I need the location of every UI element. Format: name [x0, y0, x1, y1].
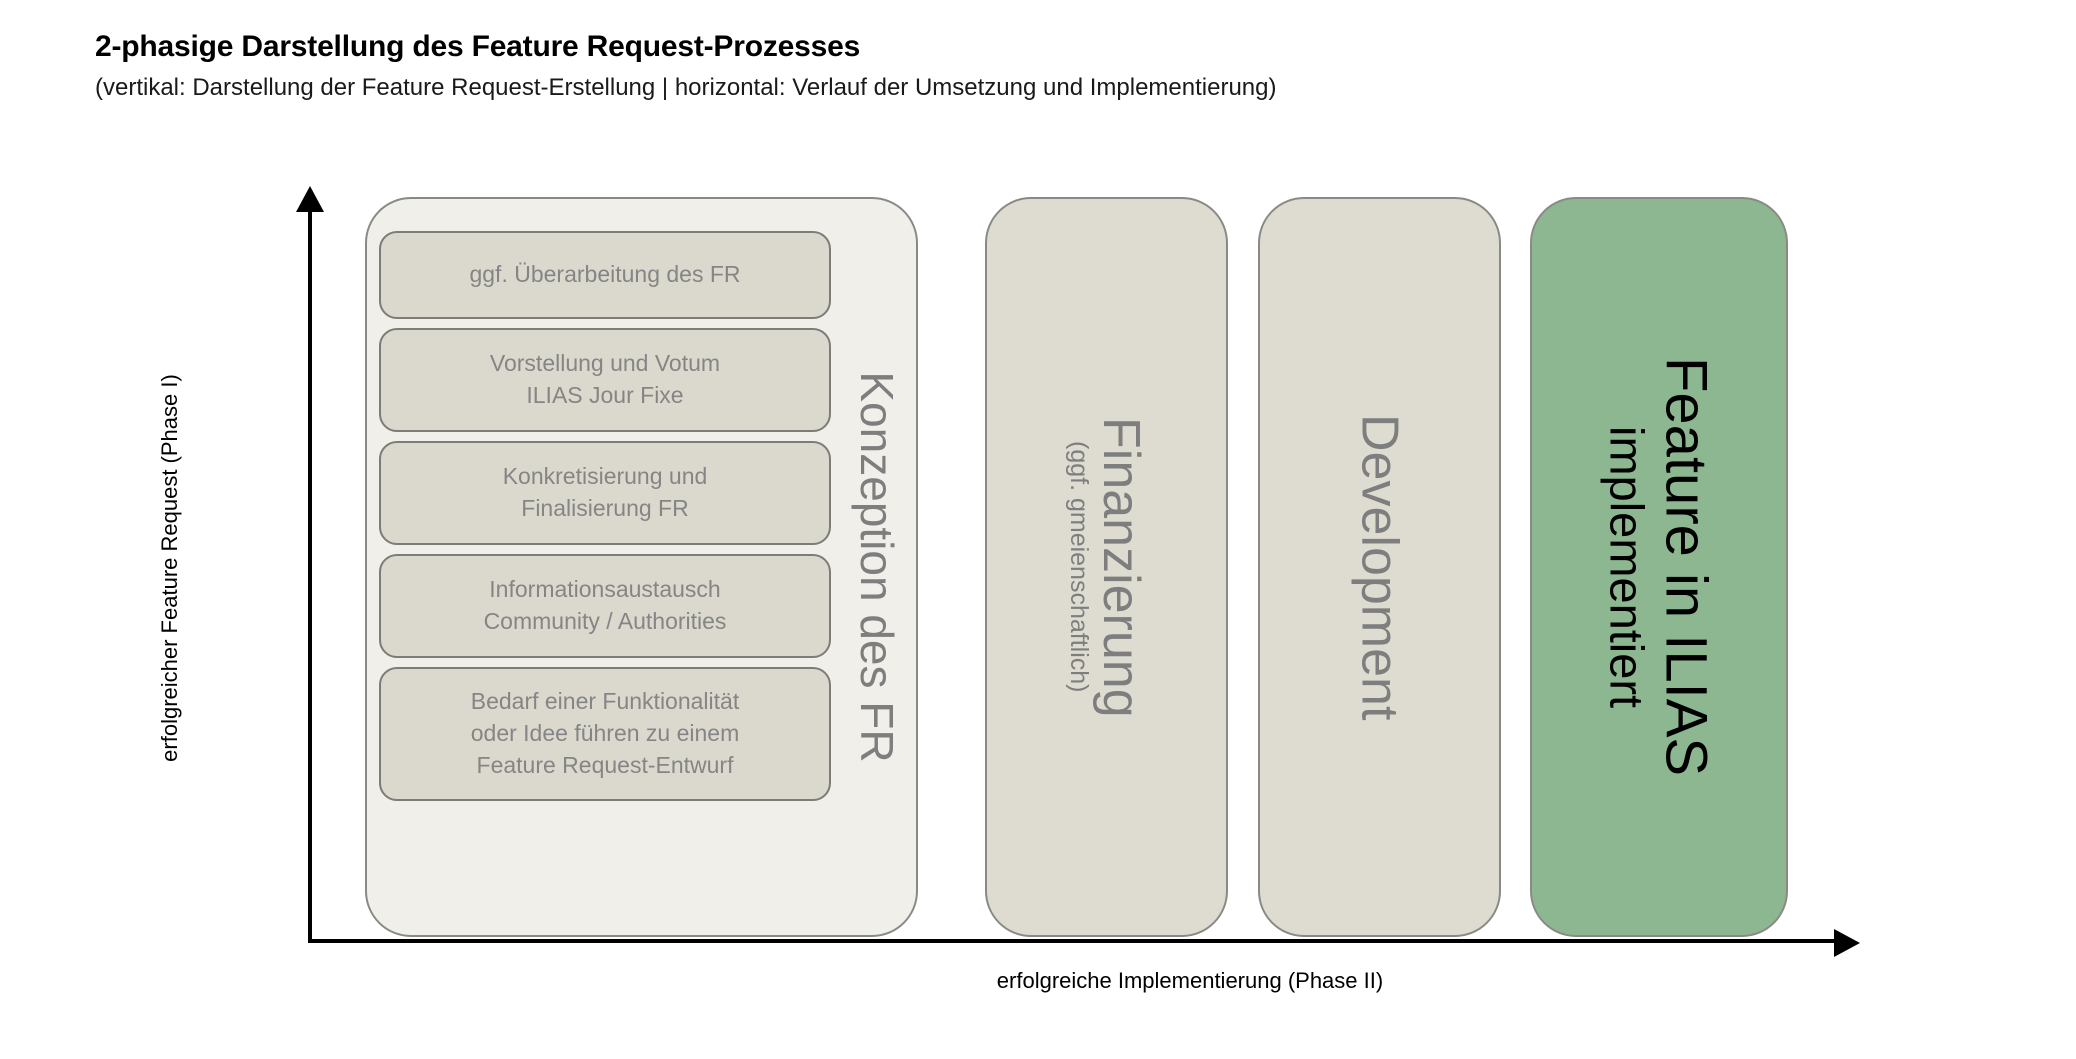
- step-vorstellung-votum[interactable]: Vorstellung und Votum ILIAS Jour Fixe: [379, 328, 831, 432]
- column-konzeption[interactable]: ggf. Überarbeitung des FR Vorstellung un…: [365, 197, 918, 937]
- y-axis-arrowhead-icon: [296, 186, 324, 212]
- column-development-caption: Development: [1350, 413, 1409, 721]
- column-finanzierung-caption: Finanzierung: [1092, 416, 1150, 718]
- column-feature-implemented[interactable]: Feature in ILIAS implementiert: [1530, 197, 1788, 937]
- x-axis-label: erfolgreiche Implementierung (Phase II): [996, 968, 1384, 993]
- header: 2-phasige Darstellung des Feature Reques…: [95, 30, 1795, 102]
- step-ueberarbeitung[interactable]: ggf. Überarbeitung des FR: [379, 231, 831, 319]
- column-finanzierung[interactable]: Finanzierung (ggf. gmeienschaftlich): [985, 197, 1228, 937]
- step-informationsaustausch[interactable]: Informationsaustausch Community / Author…: [379, 554, 831, 658]
- y-axis-label: erfolgreicher Feature Request (Phase I): [157, 374, 182, 762]
- step-bedarf-funktionalitaet[interactable]: Bedarf einer Funktionalität oder Idee fü…: [379, 667, 831, 801]
- x-axis-line: [308, 939, 1838, 943]
- column-implemented-caption-line1: Feature in ILIAS: [1653, 357, 1719, 777]
- implemented-caption-group: Feature in ILIAS implementiert: [1532, 199, 1786, 935]
- finanzierung-caption-group: Finanzierung (ggf. gmeienschaftlich): [987, 199, 1226, 935]
- column-konzeption-caption: Konzeption des FR: [851, 371, 903, 763]
- page-title: 2-phasige Darstellung des Feature Reques…: [95, 30, 861, 63]
- step-konkretisierung[interactable]: Konkretisierung und Finalisierung FR: [379, 441, 831, 545]
- column-development[interactable]: Development: [1258, 197, 1501, 937]
- page-subtitle: (vertikal: Darstellung der Feature Reque…: [95, 74, 1277, 101]
- konzeption-step-list: ggf. Überarbeitung des FR Vorstellung un…: [379, 231, 831, 907]
- column-finanzierung-subcaption: (ggf. gmeienschaftlich): [1065, 441, 1093, 693]
- y-axis-line: [308, 208, 312, 943]
- development-caption-group: Development: [1260, 199, 1499, 935]
- x-axis-arrowhead-icon: [1834, 929, 1860, 957]
- column-implemented-caption-line2: implementiert: [1600, 425, 1654, 709]
